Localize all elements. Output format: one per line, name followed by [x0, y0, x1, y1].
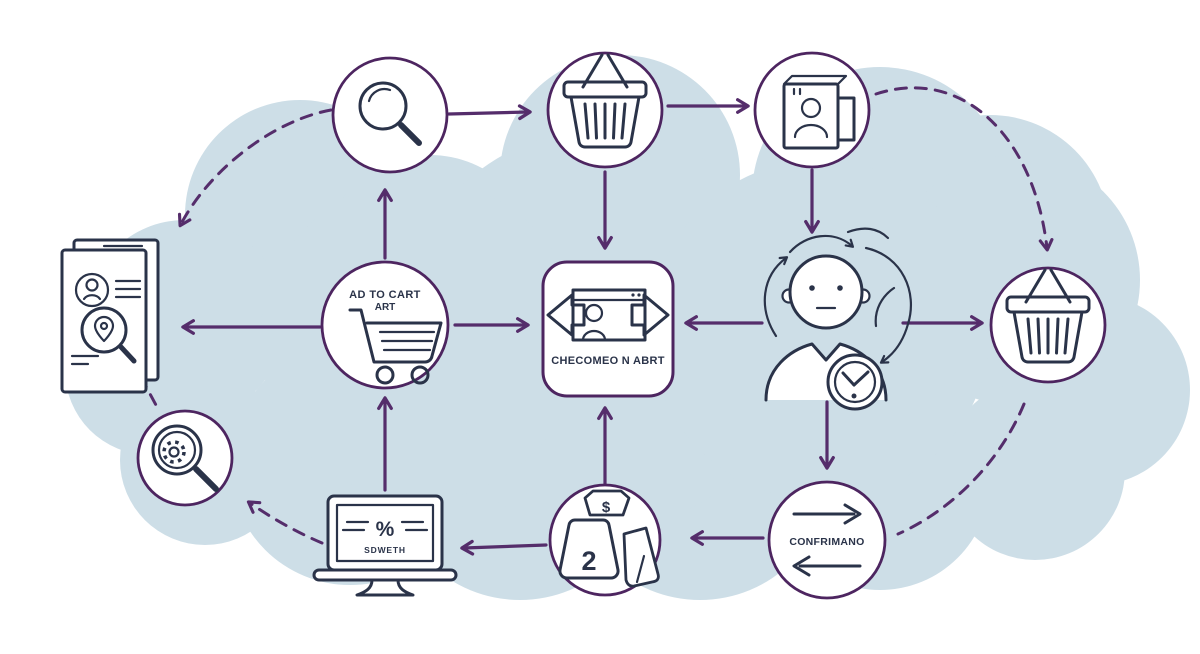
node-basket-right — [989, 266, 1107, 384]
customer-sync-clock-icon — [763, 227, 913, 411]
dashed-arrow-account-to-basket-right — [874, 86, 1054, 252]
node-profile-card — [60, 238, 160, 394]
node-discount-laptop: % SDWETH — [312, 494, 458, 597]
node-basket-top — [546, 51, 664, 169]
node-account — [753, 51, 871, 169]
solid-connectors — [181, 98, 984, 556]
add-to-cart-label-line2: ART — [375, 302, 396, 313]
shopping-bags-icon: $ 2 — [558, 489, 660, 588]
node-search — [331, 56, 449, 174]
node-checkout: CHECOMEO N ABRT — [541, 260, 675, 398]
checkout-label: CHECOMEO N ABRT — [551, 355, 664, 367]
magnifier-icon — [358, 81, 422, 146]
laptop-percent: % — [376, 518, 395, 541]
profile-document-icon — [60, 238, 160, 394]
dashed-arrow-search-to-profile-card — [177, 108, 333, 228]
dashed-arrow-laptop-to-gear-search — [246, 500, 324, 545]
gear-magnifier-icon — [151, 424, 219, 492]
bag-count: 2 — [581, 546, 596, 576]
browser-visitor-arrows-icon — [546, 288, 670, 342]
arrow-bags-to-laptop — [460, 539, 548, 556]
percent-laptop-icon: % SDWETH — [312, 494, 458, 597]
exchange-arrows-icon — [792, 503, 862, 577]
node-customer — [763, 227, 913, 411]
confirm-label: CONFRIMANO — [789, 536, 864, 548]
node-bags: $ 2 — [548, 483, 662, 597]
bag-dollar-sign: $ — [602, 499, 611, 516]
shopping-cart-icon — [348, 308, 443, 385]
node-confirm: CONFRIMANO — [767, 480, 887, 600]
contact-card-icon — [782, 74, 856, 150]
dashed-curve-basket-right-to-confirm — [896, 402, 1026, 536]
node-gear-search — [136, 409, 234, 507]
arrow-search-to-basket-top — [447, 104, 532, 121]
node-add-to-cart: AD TO CART ART — [320, 260, 450, 390]
add-to-cart-label-line1: AD TO CART — [349, 289, 421, 301]
laptop-label: SDWETH — [364, 545, 406, 555]
